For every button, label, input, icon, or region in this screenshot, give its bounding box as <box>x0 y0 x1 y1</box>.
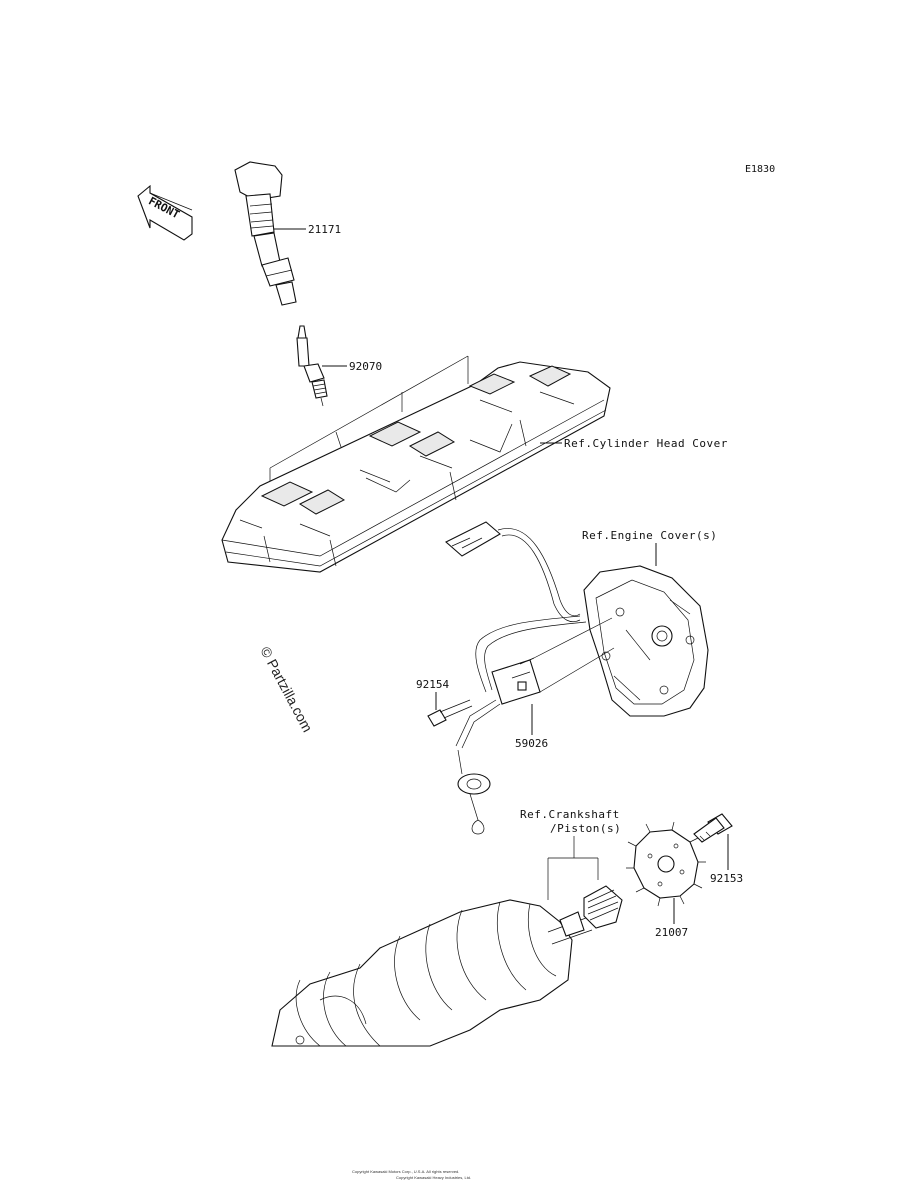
bolt-rotor <box>693 813 733 843</box>
engine-cover <box>583 565 709 717</box>
part-number-pickup-coil[interactable]: 59026 <box>515 737 548 750</box>
footer-line2: Copyright Kawasaki Heavy Industries, Ltd… <box>396 1175 471 1180</box>
pickup-coil <box>445 521 587 835</box>
ref-cylinder-head-cover[interactable]: Ref.Cylinder Head Cover <box>564 437 728 450</box>
part-number-bolt-small[interactable]: 92154 <box>416 678 449 691</box>
ref-crankshaft-line1[interactable]: Ref.Crankshaft <box>520 808 620 821</box>
ignition-coil <box>234 161 297 306</box>
timing-rotor <box>626 821 706 907</box>
part-number-ignition-coil[interactable]: 21171 <box>308 223 341 236</box>
bolt-small <box>427 699 473 727</box>
part-number-spark-plug[interactable]: 92070 <box>349 360 382 373</box>
watermark: © Partzilla.com <box>257 644 315 735</box>
ref-crankshaft-line2[interactable]: /Piston(s) <box>550 822 621 835</box>
part-number-bolt-rotor[interactable]: 92153 <box>710 872 743 885</box>
part-number-timing-rotor[interactable]: 21007 <box>655 926 688 939</box>
spark-plug <box>296 325 328 407</box>
crankshaft <box>271 899 593 1047</box>
diagram-code: E1830 <box>745 164 775 175</box>
ref-engine-cover[interactable]: Ref.Engine Cover(s) <box>582 529 717 542</box>
front-arrow-icon: FRONT <box>137 184 193 241</box>
footer-line1: Copyright Kawasaki Motors Corp., U.S.A. … <box>352 1169 459 1174</box>
cylinder-head-cover <box>221 361 611 573</box>
crank-gear <box>583 885 623 929</box>
